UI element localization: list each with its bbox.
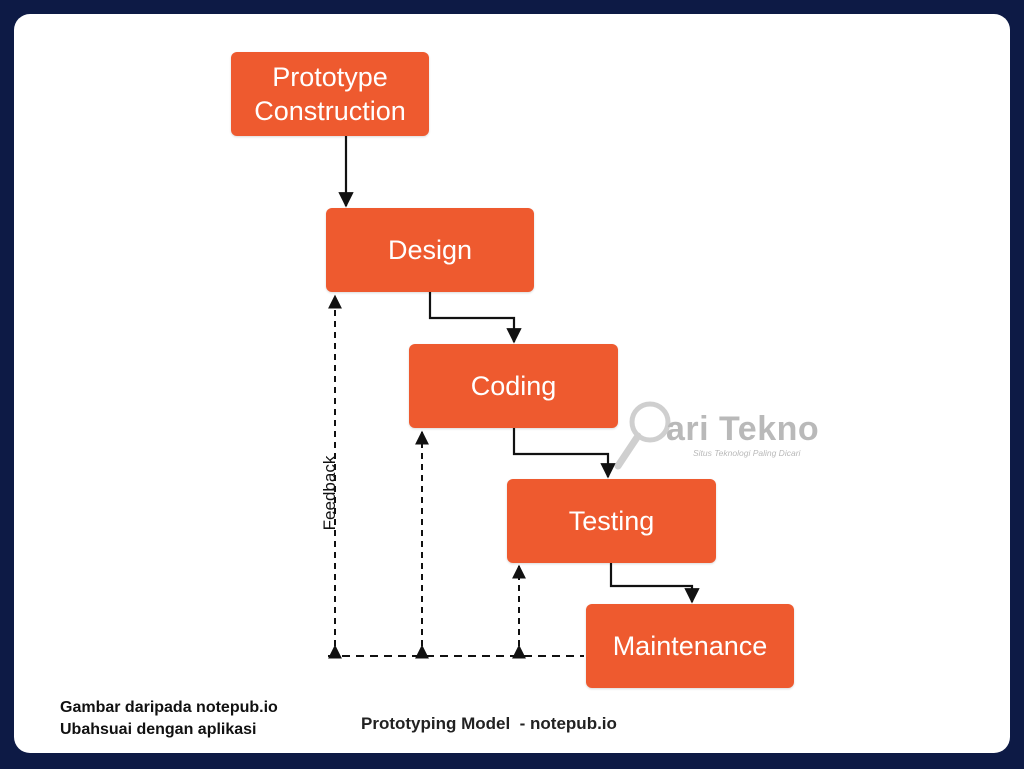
image-credit: Gambar daripada notepub.io Ubahsuai deng… [60, 697, 278, 741]
arrow-testing-to-maintenance [609, 563, 700, 604]
box-label: Coding [470, 370, 557, 401]
box-testing: Testing [507, 479, 716, 563]
box-prototype-construction: Prototype Construction [231, 52, 429, 136]
box-label: Testing [568, 505, 655, 536]
credit-line-1: Gambar daripada notepub.io [60, 699, 278, 716]
box-coding: Coding [409, 344, 618, 428]
diagram-card: Prototype Construction Design Coding Tes… [14, 14, 1010, 753]
diagram-connectors [328, 136, 700, 659]
magnifier-icon [614, 401, 671, 470]
diagram-caption: Prototyping Model - notepub.io [361, 714, 617, 733]
watermark-subtitle: Situs Teknologi Paling Dicari [693, 448, 801, 458]
watermark-title: ari Tekno [666, 410, 820, 448]
arrow-design-to-coding [428, 292, 522, 344]
box-label: Design [387, 234, 473, 265]
box-design: Design [326, 208, 534, 292]
box-maintenance: Maintenance [586, 604, 794, 688]
credit-line-2: Ubahsuai dengan aplikasi [60, 721, 257, 738]
feedback-label: Feedback [320, 455, 339, 531]
box-label: Prototype Construction [254, 61, 406, 126]
arrow-coding-to-testing [512, 428, 616, 479]
box-label: Maintenance [612, 630, 768, 661]
